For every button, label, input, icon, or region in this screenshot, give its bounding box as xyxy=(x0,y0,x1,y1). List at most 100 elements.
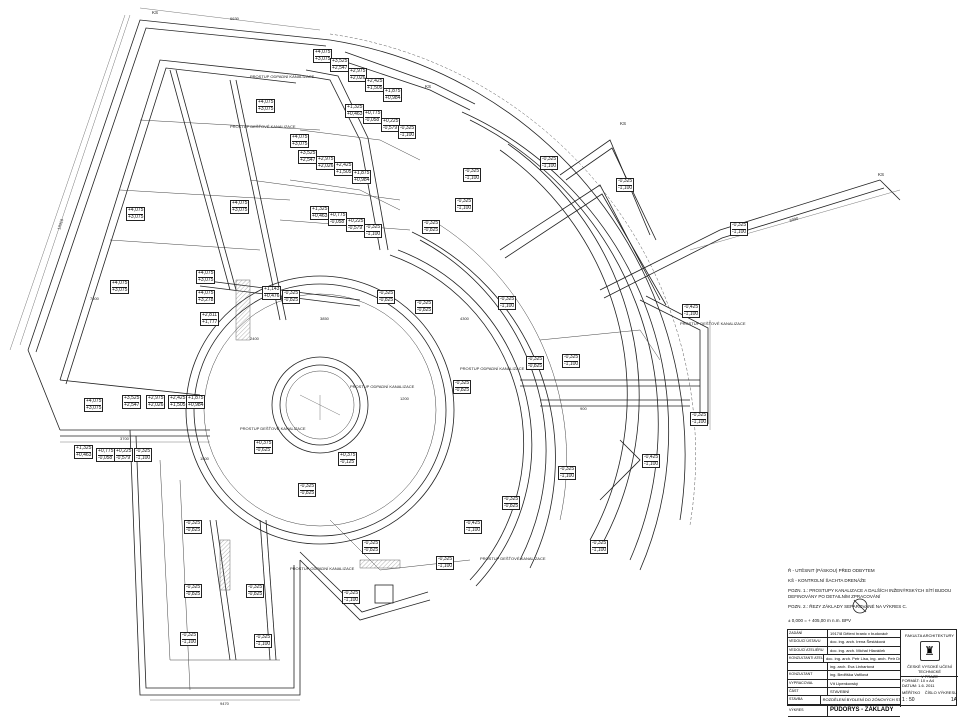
level-bottom: -1,100 xyxy=(684,310,699,317)
title-block-value: ing. arch. Eva Linhartová xyxy=(830,664,875,670)
level-top: -0,325 xyxy=(692,412,707,420)
level-box: -0,325-1,100 xyxy=(455,198,474,213)
level-bottom: -0,825 xyxy=(248,590,263,597)
level-bottom: +0,463 xyxy=(76,451,92,458)
pipe-label: PROSTUP DEŠŤOVÉ KANALIZACE xyxy=(680,321,746,326)
level-box: +3,525+2,547 xyxy=(330,58,350,73)
level-top: +1,875 xyxy=(188,395,204,403)
dim-label: 1200 xyxy=(400,396,410,401)
level-box: +4,075+3,075 xyxy=(230,200,250,215)
level-top: +1,325 xyxy=(76,445,92,453)
level-bottom: -0,125 xyxy=(340,458,355,465)
level-box: +2,425+1,505 xyxy=(334,162,354,177)
level-top: -0,325 xyxy=(186,520,201,528)
ks-label: KS xyxy=(620,121,626,126)
level-box: +0,375-0,625 xyxy=(254,440,274,455)
level-bottom: -0,825 xyxy=(300,489,315,496)
title-block-key: ZADÁNÍ xyxy=(788,630,828,638)
level-top: -0,325 xyxy=(592,540,607,548)
level-box: -0,425-1,100 xyxy=(642,454,661,469)
title-block-row: ing. arch. Eva Linhartová xyxy=(788,663,900,672)
level-bottom: -1,100 xyxy=(366,230,381,237)
level-bottom: +0,463 xyxy=(312,212,328,219)
level-top: +1,325 xyxy=(312,206,328,214)
level-box: -0,325-1,100 xyxy=(540,156,559,171)
level-box: -0,325-1,100 xyxy=(730,222,749,237)
title-block-key: KONZULTANT xyxy=(788,671,828,679)
level-top: +1,143 xyxy=(264,286,280,294)
title-block-key: STAVBA xyxy=(788,696,821,704)
level-top: -0,325 xyxy=(344,590,359,598)
level-box: +4,075+3,278 xyxy=(196,290,216,305)
level-box: +0,225-0,579 xyxy=(346,218,366,233)
level-bottom: +1,505 xyxy=(367,84,383,91)
level-box: +2,975+2,026 xyxy=(348,68,368,83)
level-top: +3,525 xyxy=(332,58,348,66)
level-top: -0,325 xyxy=(618,178,633,186)
level-top: +2,425 xyxy=(170,395,186,403)
level-top: -0,325 xyxy=(256,634,271,642)
pipe-label: PROSTUP DEŠŤOVÉ KANALIZACE xyxy=(480,556,546,561)
scale-label: MĚŘÍTKO xyxy=(902,690,921,695)
level-top: +4,075 xyxy=(292,134,308,142)
title-block-value: doc. ing. arch. Irena Šestáková xyxy=(830,639,886,645)
level-bottom: +0,984 xyxy=(385,94,401,101)
title-block-value: doc. ing. arch. Petr Lisa, ing. arch. Pe… xyxy=(825,655,900,661)
level-bottom: -0,825 xyxy=(379,296,394,303)
title-block-value: PŮDORYS - ZÁKLADY xyxy=(830,706,894,713)
level-top: -0,325 xyxy=(542,156,557,164)
level-box: +1,325+0,463 xyxy=(345,104,365,119)
east-wing xyxy=(499,139,901,501)
level-bottom: -1,100 xyxy=(692,418,707,425)
dim-label: 4300 xyxy=(460,316,470,321)
level-bottom: -0,825 xyxy=(417,306,432,313)
northwest-wing xyxy=(27,19,411,437)
level-top: +0,375 xyxy=(340,452,356,460)
pipe-label: PROSTUP ODPADNÍ KANALIZACE xyxy=(460,366,525,371)
level-bottom: +1,505 xyxy=(170,401,186,408)
dim-label: 2400 xyxy=(250,336,260,341)
level-bottom: +2,547 xyxy=(332,64,348,71)
level-box: +2,975+2,026 xyxy=(316,156,336,171)
note-line: Ř - UTĚSNIT (PÁSKOU) PŘED ODBYTEM xyxy=(788,568,875,573)
level-top: +4,075 xyxy=(315,49,331,57)
title-block-key: VYPRACOVAL xyxy=(788,679,828,688)
ks-label: KS xyxy=(152,10,158,15)
level-bottom: -0,579 xyxy=(383,124,398,131)
level-box: -0,325-1,100 xyxy=(463,168,482,183)
scale-value: 1 : 50 xyxy=(902,697,915,703)
dim-label: 1500 xyxy=(200,456,210,461)
level-top: +4,075 xyxy=(198,290,214,298)
level-top: -0,325 xyxy=(366,224,381,232)
level-bottom: -1,100 xyxy=(466,526,481,533)
level-top: +0,225 xyxy=(348,218,364,226)
level-top: -0,325 xyxy=(424,220,439,228)
level-box: +4,075+3,075 xyxy=(313,49,333,64)
level-top: -0,325 xyxy=(248,584,263,592)
level-top: +0,775 xyxy=(365,110,381,118)
level-box: -0,325-0,825 xyxy=(184,520,203,535)
level-top: +2,975 xyxy=(148,395,164,403)
level-top: +0,775 xyxy=(98,448,114,456)
level-box: +0,775-0,058 xyxy=(328,212,348,227)
level-top: -0,325 xyxy=(564,354,579,362)
level-box: -0,325-0,825 xyxy=(282,290,301,305)
level-top: +0,375 xyxy=(256,440,272,448)
note-line: POZN. 1.: PROSTUPY KANALIZACE A DALŠÍCH … xyxy=(788,588,952,599)
level-box: +3,525+2,547 xyxy=(298,150,318,165)
level-bottom: +2,547 xyxy=(124,401,140,408)
level-bottom: -0,825 xyxy=(186,526,201,533)
level-bottom: -0,825 xyxy=(364,546,379,553)
level-top: +2,425 xyxy=(336,162,352,170)
level-bottom: +3,075 xyxy=(292,140,308,147)
level-box: -0,325-0,825 xyxy=(362,540,381,555)
level-bottom: +0,984 xyxy=(354,176,370,183)
level-bottom: +3,075 xyxy=(232,206,248,213)
level-top: +2,425 xyxy=(367,78,383,86)
